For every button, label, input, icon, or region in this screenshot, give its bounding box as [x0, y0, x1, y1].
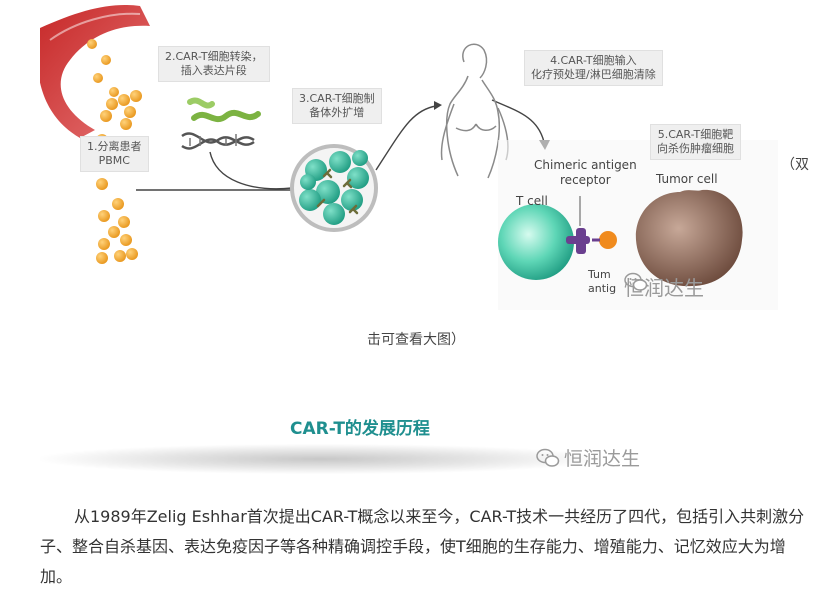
- wechat-icon: [536, 448, 560, 467]
- section-divider: [40, 444, 600, 474]
- step-2-label: 2.CAR-T细胞转染， 插入表达片段: [158, 46, 270, 82]
- body-paragraph: 从1989年Zelig Eshhar首次提出CAR-T概念以来至今，CAR-T技…: [40, 507, 805, 586]
- figure-drawing: [40, 4, 778, 310]
- step-3-label: 3.CAR-T细胞制 备体外扩增: [292, 88, 382, 124]
- wechat-icon: [624, 272, 648, 291]
- figure-watermark: 恒润达生: [624, 272, 704, 301]
- t-cell-label: T cell: [516, 194, 548, 208]
- caption-fragment-left: （双: [781, 157, 809, 173]
- section-watermark: 恒润达生: [536, 444, 640, 471]
- section-title: CAR-T的发展历程: [290, 419, 430, 439]
- watermark-text: 恒润达生: [564, 448, 641, 470]
- car-t-process-figure: 1.分离患者 PBMC 2.CAR-T细胞转染， 插入表达片段 3.CAR-T细…: [40, 0, 780, 320]
- t-cell-tumor-interaction: [498, 140, 778, 310]
- tumor-cell-label: Tumor cell: [656, 172, 718, 186]
- step-1-label: 1.分离患者 PBMC: [80, 136, 149, 172]
- patient-silhouette: [440, 43, 509, 179]
- caption-click-to-enlarge: 击可查看大图）: [367, 332, 465, 348]
- blood-vessel-illustration: [40, 4, 150, 264]
- dna-illustration: [181, 97, 261, 150]
- cell-culture-illustration: [290, 144, 378, 232]
- step-4-label: 4.CAR-T细胞输入 化疗预处理/淋巴细胞清除: [524, 50, 663, 86]
- step-5-label: 5.CAR-T细胞靶 向杀伤肿瘤细胞: [650, 124, 741, 160]
- chimeric-antigen-receptor-label: Chimeric antigen receptor: [534, 158, 637, 187]
- tumor-antigen-label: Tum antig: [588, 268, 617, 295]
